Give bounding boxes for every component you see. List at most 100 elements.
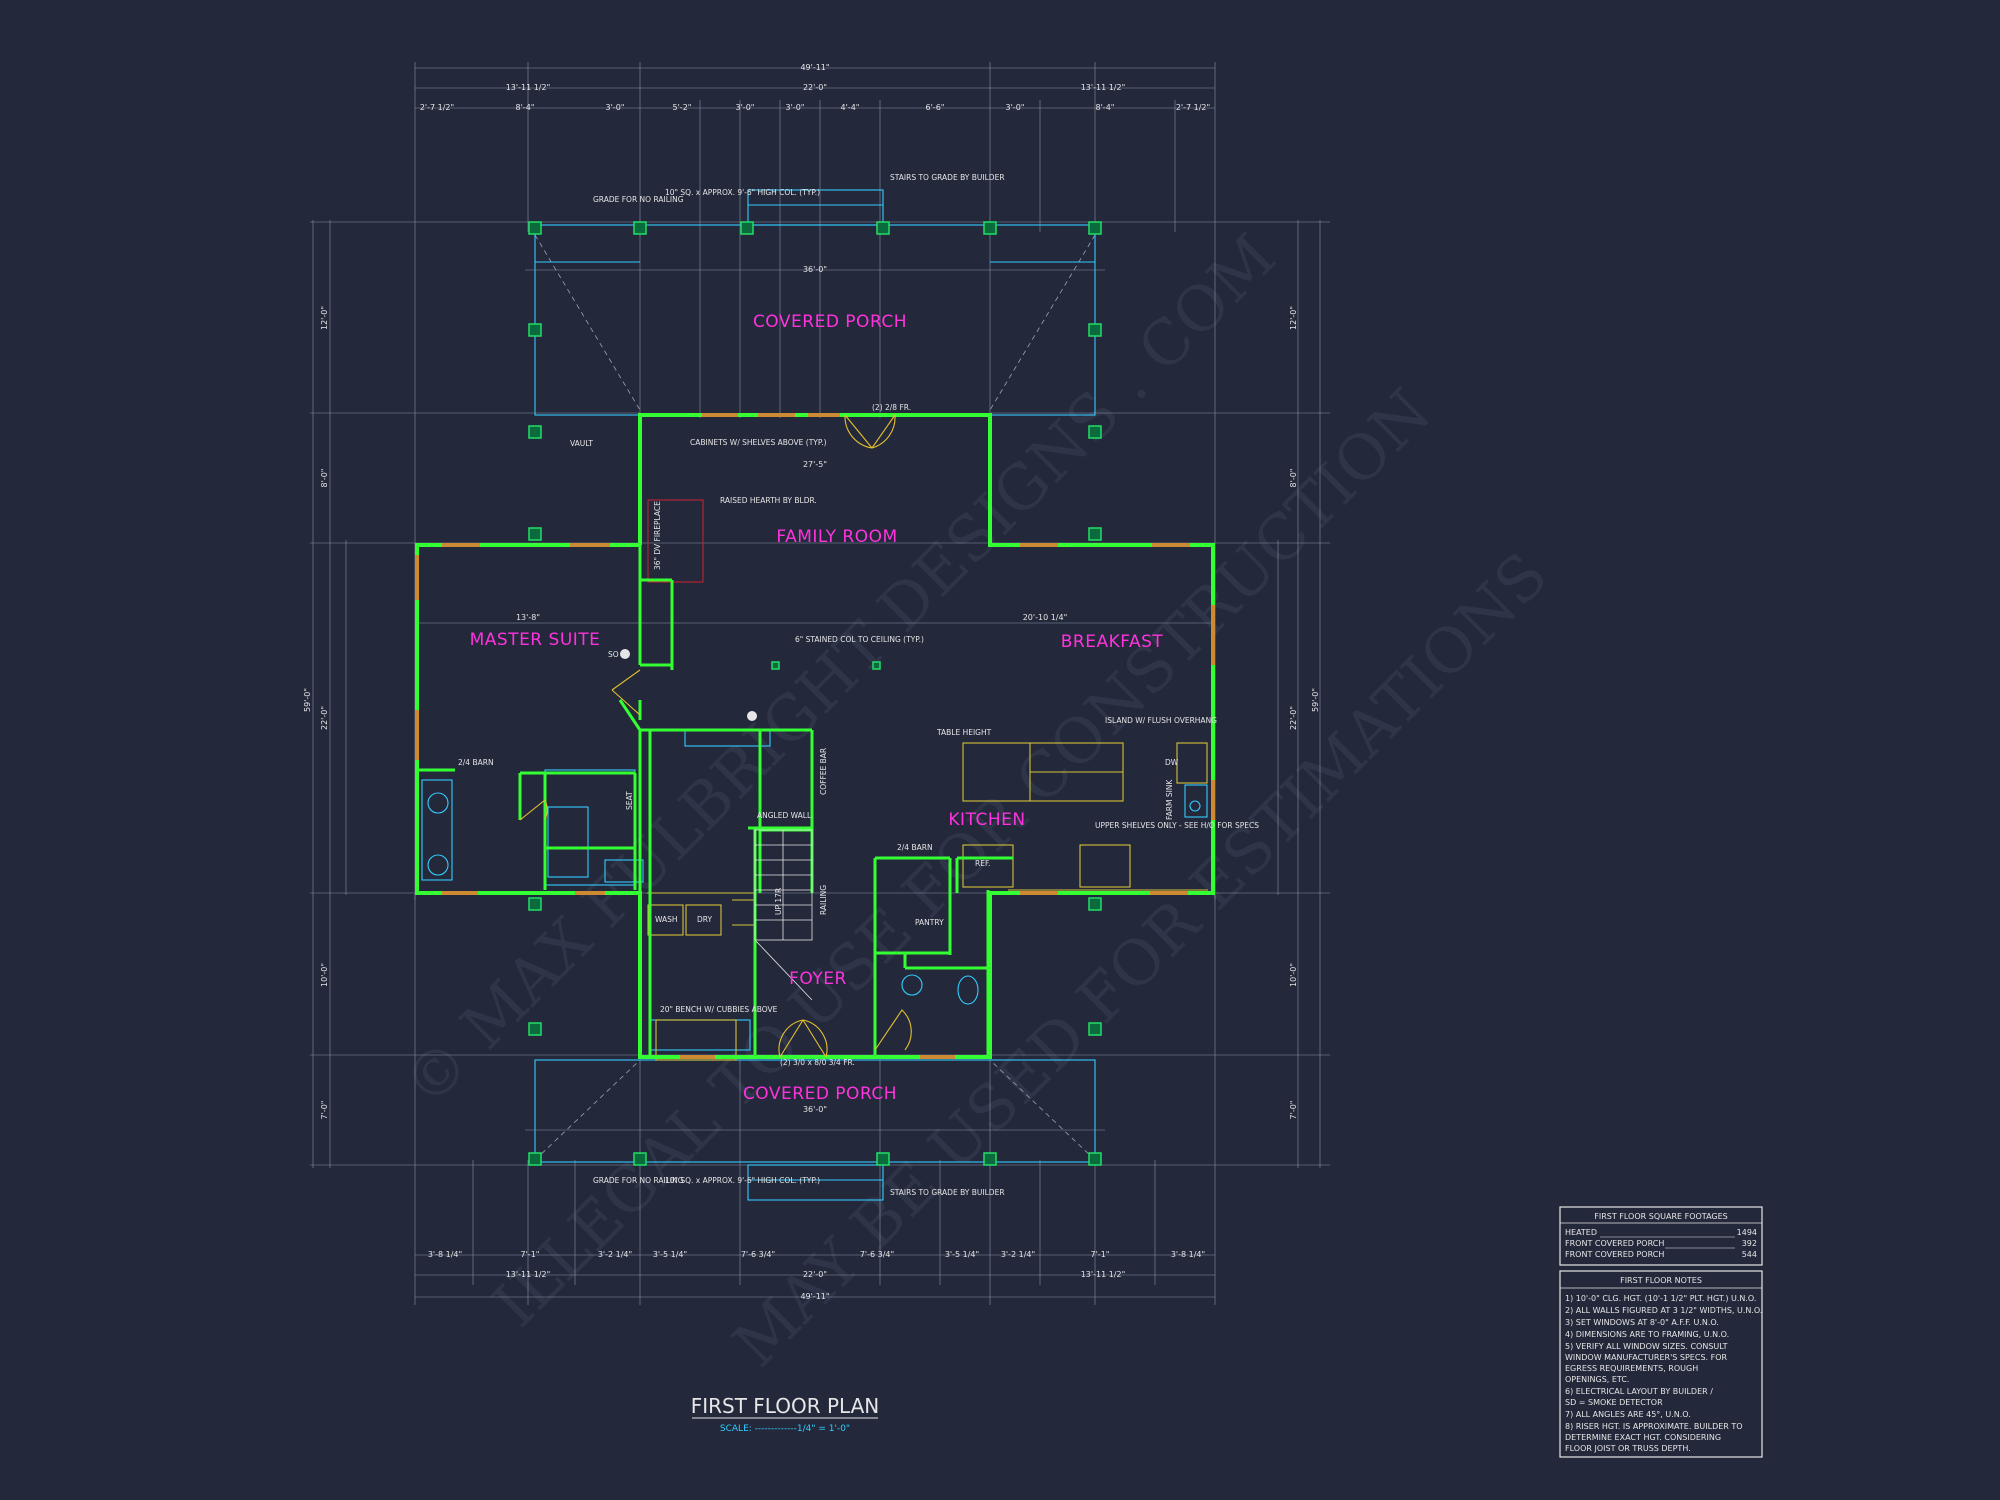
- sqft-row-value: 392: [1742, 1239, 1757, 1248]
- stairs: [754, 829, 813, 1001]
- dim-bottom-row-item: 7'-1": [521, 1250, 540, 1259]
- label-vault: VAULT: [570, 439, 593, 448]
- note-item: 5) VERIFY ALL WINDOW SIZES. CONSULT: [1565, 1342, 1728, 1351]
- dim-right-4: 10'-0": [1289, 963, 1298, 987]
- note-item: OPENINGS, ETC.: [1565, 1375, 1629, 1384]
- sqft-row-label: FRONT COVERED PORCH: [1565, 1239, 1664, 1248]
- dim-bottom-row-item: 7'-1": [1091, 1250, 1110, 1259]
- note-item: EGRESS REQUIREMENTS, ROUGH: [1565, 1364, 1698, 1373]
- plan-annotations: GRADE FOR NO RAILING 10" SQ. x APPROX. 9…: [458, 173, 1259, 1197]
- sqft-row-value: 544: [1742, 1250, 1757, 1259]
- dim-bottom-mid: 22'-0": [803, 1270, 827, 1279]
- note-fireplace: 36" DV FIREPLACE: [653, 501, 662, 570]
- note-grade-rail-bottom: GRADE FOR NO RAILING: [593, 1176, 684, 1185]
- label-rear-door: (2) 2/8 FR.: [872, 403, 911, 412]
- dim-right-3: 22'-0": [1289, 706, 1298, 730]
- dim-bottom-row-item: 3'-5 1/4": [653, 1250, 687, 1259]
- note-column-bottom: 10" SQ. x APPROX. 9'-6" HIGH COL. (TYP.): [665, 1176, 820, 1185]
- label-barn-door-2: 2/4 BARN: [897, 843, 933, 852]
- label-pantry: PANTRY: [915, 918, 944, 927]
- dim-bottom-row-item: 3'-5 1/4": [945, 1250, 979, 1259]
- label-washer: WASH: [655, 915, 678, 924]
- watermark: © MAX FULBRIGHT DESIGNS . COM ILLEGAL TO…: [389, 220, 1561, 1381]
- dim-porch-bottom-width: 36'-0": [803, 1105, 827, 1114]
- label-coffee-bar: COFFEE BAR: [819, 748, 828, 795]
- dim-top-row-item: 4'-4": [841, 103, 860, 112]
- note-bench: 20" BENCH W/ CUBBIES ABOVE: [660, 1005, 778, 1014]
- dim-top-row-item: 5'-2": [673, 103, 692, 112]
- room-label-covered-porch-top: COVERED PORCH: [753, 312, 907, 332]
- note-item: 3) SET WINDOWS AT 8'-0" A.F.F. U.N.O.: [1565, 1318, 1719, 1327]
- exterior-walls: [415, 413, 1215, 1059]
- dim-family-width: 27'-5": [803, 460, 827, 469]
- note-item: WINDOW MANUFACTURER'S SPECS. FOR: [1565, 1353, 1728, 1362]
- dim-bottom-left: 13'-11 1/2": [506, 1270, 551, 1279]
- note-stained-column: 6" STAINED COL TO CEILING (TYP.): [795, 635, 924, 644]
- dim-bottom-row-item: 7'-6 3/4": [741, 1250, 775, 1259]
- room-label-family-room: FAMILY ROOM: [776, 527, 897, 547]
- label-barn-door-1: 2/4 BARN: [458, 758, 494, 767]
- sqft-table-title: FIRST FLOOR SQUARE FOOTAGES: [1594, 1212, 1727, 1221]
- note-item: SD = SMOKE DETECTOR: [1565, 1398, 1663, 1407]
- label-front-door: (2) 3/0 x 8/0 3/4 FR.: [780, 1058, 855, 1067]
- label-railing: RAILING: [819, 885, 828, 915]
- dim-top-row-item: 6'-6": [926, 103, 945, 112]
- dim-left-3: 22'-0": [320, 706, 329, 730]
- note-column-top: 10" SQ. x APPROX. 9'-6" HIGH COL. (TYP.): [665, 188, 820, 197]
- dim-top-row-item: 3'-0": [1006, 103, 1025, 112]
- sqft-row-label: FRONT COVERED PORCH: [1565, 1250, 1664, 1259]
- dim-top-row-item: 8'-4": [516, 103, 535, 112]
- dim-bottom-row-item: 3'-2 1/4": [598, 1250, 632, 1259]
- dim-right-1: 12'-0": [1289, 306, 1298, 330]
- dim-left-4: 10'-0": [320, 963, 329, 987]
- note-upper-shelves: UPPER SHELVES ONLY - SEE H/O FOR SPECS: [1095, 821, 1259, 830]
- dim-bottom-row-item: 3'-8 1/4": [1171, 1250, 1205, 1259]
- dim-top-row-item: 2'-7 1/2": [1176, 103, 1210, 112]
- dim-top-right: 13'-11 1/2": [1081, 83, 1126, 92]
- label-dryer: DRY: [697, 915, 713, 924]
- note-stairs-bottom: STAIRS TO GRADE BY BUILDER: [890, 1188, 1005, 1197]
- note-hearth: RAISED HEARTH BY BLDR.: [720, 496, 817, 505]
- fireplace-hearth: [647, 499, 704, 583]
- dim-bottom-row-item: 3'-2 1/4": [1001, 1250, 1035, 1259]
- label-refrigerator: REF.: [975, 859, 990, 868]
- label-farm-sink: FARM SINK: [1165, 779, 1174, 820]
- room-label-master-suite: MASTER SUITE: [470, 630, 601, 650]
- roof-hip-lines: [534, 234, 1096, 1161]
- dim-left-5: 7'-0": [320, 1101, 329, 1120]
- dim-top-row-item: 8'-4": [1096, 103, 1115, 112]
- note-island: ISLAND W/ FLUSH OVERHANG: [1105, 716, 1217, 725]
- notes-table: FIRST FLOOR NOTES 1) 10'-0" CLG. HGT. (1…: [1559, 1270, 1763, 1458]
- note-cabinets: CABINETS W/ SHELVES ABOVE (TYP.): [690, 438, 827, 447]
- dim-top-row-item: 3'-0": [736, 103, 755, 112]
- drawing-title: FIRST FLOOR PLAN: [691, 1394, 880, 1418]
- sqft-row-value: 1494: [1737, 1228, 1757, 1237]
- dim-right-2: 8'-0": [1289, 469, 1298, 488]
- notes-title: FIRST FLOOR NOTES: [1620, 1276, 1702, 1285]
- label-smoke-detector: SO: [608, 650, 619, 659]
- room-label-covered-porch-bottom: COVERED PORCH: [743, 1084, 897, 1104]
- door-swings: [519, 414, 912, 1058]
- dim-right-5: 7'-0": [1289, 1101, 1298, 1120]
- label-stair-up: UP 17R: [774, 888, 783, 915]
- room-label-foyer: FOYER: [789, 969, 847, 989]
- note-item: 8) RISER HGT. IS APPROXIMATE. BUILDER TO: [1565, 1422, 1743, 1431]
- room-label-kitchen: KITCHEN: [948, 810, 1025, 830]
- dim-porch-top-width: 36'-0": [803, 265, 827, 274]
- label-angled-wall: ANGLED WALL: [757, 811, 812, 820]
- note-item: FLOOR JOIST OR TRUSS DEPTH.: [1565, 1444, 1691, 1453]
- sqft-row-label: HEATED: [1565, 1228, 1597, 1237]
- porch-columns: [528, 221, 1102, 1166]
- note-item: DETERMINE EXACT HGT. CONSIDERING: [1565, 1433, 1721, 1442]
- scale-label: SCALE: -------------1/4" = 1'-0": [720, 1424, 850, 1434]
- label-dishwasher: DW: [1165, 758, 1179, 767]
- dim-right-overall: 59'-0": [1311, 688, 1320, 712]
- dim-bottom-right: 13'-11 1/2": [1081, 1270, 1126, 1279]
- dim-bottom-row-item: 7'-6 3/4": [860, 1250, 894, 1259]
- dim-breakfast-width: 20'-10 1/4": [1023, 613, 1068, 622]
- dim-top-overall: 49'-11": [800, 63, 829, 72]
- dim-top-mid: 22'-0": [803, 83, 827, 92]
- note-item: 6) ELECTRICAL LAYOUT BY BUILDER /: [1565, 1387, 1713, 1396]
- note-stairs-top: STAIRS TO GRADE BY BUILDER: [890, 173, 1005, 182]
